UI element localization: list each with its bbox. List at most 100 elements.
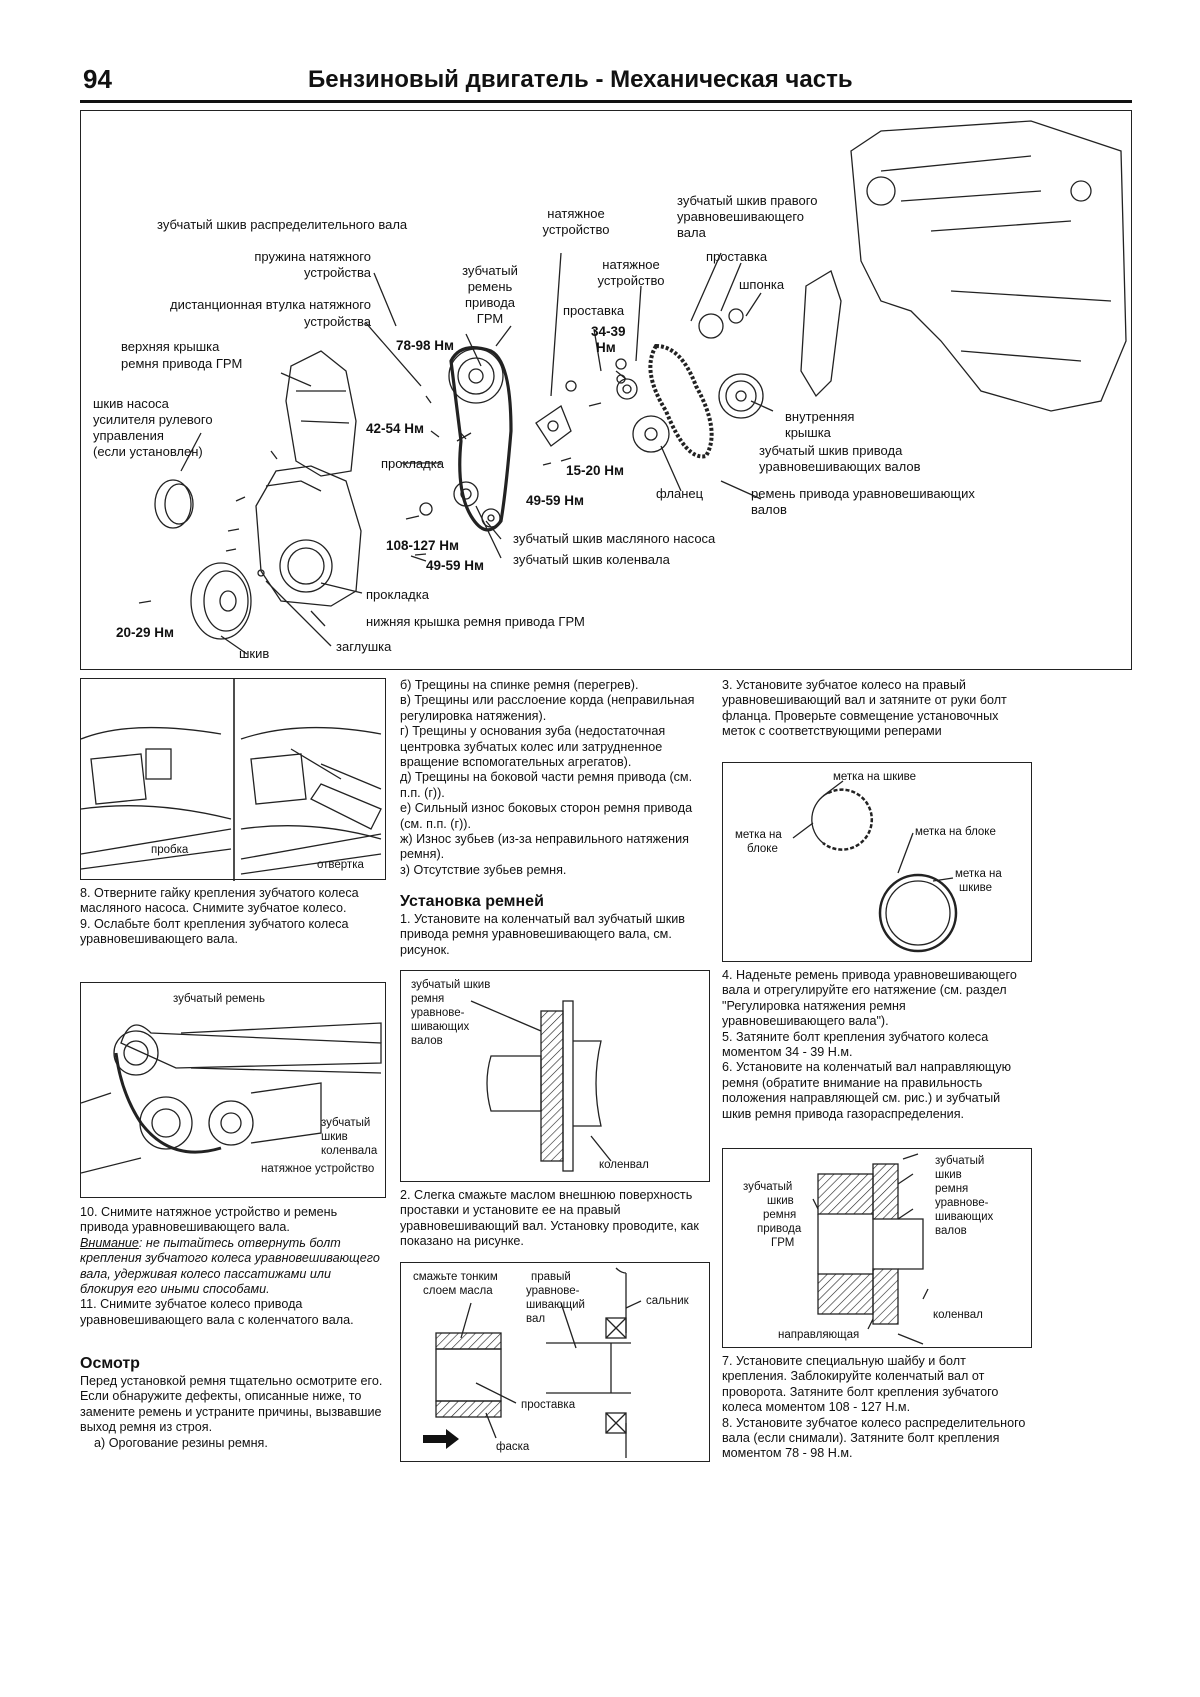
fig1-label-1: зубчатый шкив [411,979,491,991]
col1-step10: 10. Снимите натяжное устройство и ремень… [80,1205,338,1235]
label-right-balance-1: зубчатый шкив правого [677,193,818,208]
label-plug: заглушка [336,639,392,654]
label-lower-cover: нижняя крышка ремня привода ГРМ [366,614,585,629]
header-rule [80,100,1132,103]
fig3-left-1: зубчатый [743,1181,793,1193]
col1-warning: Внимание: не пытайтесь отвернуть болт кр… [80,1236,386,1298]
fig2-label-shaft-2: уравнове- [526,1285,580,1297]
label-ps-pulley-3: управления [93,428,164,443]
col1-inspection: Перед установкой ремня тщательно осмотри… [80,1374,386,1451]
fig3-right-4: уравнове- [935,1197,989,1209]
label-tensioner-b-2: устройство [597,273,665,288]
section-inspection: Осмотр [80,1355,140,1372]
label-spacer-mid: проставка [563,303,625,318]
item-g: г) Трещины у основания зуба (недостаточн… [400,724,666,770]
label-oil-pump-pulley: зубчатый шкив масляного насоса [513,531,716,546]
item-z: з) Отсутствие зубьев ремня. [400,862,567,877]
fig2-label-shaft-1: правый [531,1271,571,1283]
col1-steps-10-11: 10. Снимите натяжное устройство и ремень… [80,1205,386,1328]
torque-34-39: 34-39 [591,324,626,339]
label-balance-belt-2: валов [751,502,787,517]
label-tensioner-a-1: натяжное [547,206,605,221]
label-balance-drive-pulley-1: зубчатый шкив привода [759,443,903,458]
label-right-balance-2: уравновешивающего [677,209,805,224]
torque-20-29: 20-29 Нм [116,625,175,640]
fig3-right-6: валов [935,1225,967,1237]
label-tensioner-spring-1: пружина натяжного [254,249,371,264]
fig-crank-pulley-drawing [470,1000,612,1172]
torque-42-54: 42-54 Нм [366,421,425,436]
label-gasket-upper: прокладка [381,456,444,471]
fig2-label-oil-1: смажьте тонким [413,1271,498,1283]
col3-step3: 3. Установите зубчатое колесо на правый … [722,678,1007,739]
col1-steps-8-9: 8. Отверните гайку крепления зубчатого к… [80,886,386,948]
fig-spacer-drawing [423,1267,642,1458]
label-tensioner-a-2: устройство [542,222,610,237]
col2-defects: б) Трещины на спинке ремня (перегрев). в… [400,678,710,878]
fig3-right-5: шивающих [935,1211,994,1223]
label-key: шпонка [739,277,785,292]
item-d: д) Трещины на боковой части ремня привод… [400,770,693,800]
item-zh: ж) Износ зубьев (из-за неправильного нат… [400,832,689,862]
fig3-right-1: зубчатый [935,1155,985,1167]
label-timing-belt-2: ремень [467,279,513,294]
fig-marks-block-left-1: метка на [735,829,782,841]
col3-steps-7-8: 7. Установите специальную шайбу и болт к… [722,1354,1032,1462]
fig-plug-drawing [81,679,382,881]
fig-belt-label-pulley-3: коленвала [321,1145,378,1157]
fig3-right-3: ремня [935,1183,969,1195]
fig3-crank: коленвал [933,1309,983,1321]
torque-34-39-unit: Нм [596,340,616,355]
fig1-label-4: шивающих [411,1021,470,1033]
label-spacer-right: проставка [706,249,768,264]
fig-belt-frame: зубчатый ремень зубчатый шкив коленвала … [80,982,386,1198]
label-timing-belt-4: ГРМ [476,311,504,326]
label-spacer-sleeve-2: устройства [304,314,371,329]
col3-step8: 8. Установите зубчатое колесо распредели… [722,1415,1026,1461]
col3-step6: 6. Установите на коленчатый вал направля… [722,1060,1012,1121]
inspection-item-a: а) Орогование резины ремня. [94,1435,268,1450]
label-timing-belt-1: зубчатый [462,263,518,278]
torque-15-20: 15-20 Нм [566,463,625,478]
torque-78-98: 78-98 Нм [396,338,455,353]
fig3-left-5: ГРМ [771,1237,795,1249]
col2-step2-block: 2. Слегка смажьте маслом внешнюю поверхн… [400,1188,710,1250]
fig1-label-5: валов [411,1035,443,1047]
torque-108-127: 108-127 Нм [386,538,460,553]
col2-step1-block: 1. Установите на коленчатый вал зубчатый… [400,912,710,958]
col1-step8: 8. Отверните гайку крепления зубчатого к… [80,886,359,916]
torque-49-59-a: 49-59 Нм [526,493,585,508]
col3-step4: 4. Наденьте ремень привода уравновешиваю… [722,968,1017,1029]
label-pulley: шкив [239,646,270,661]
fig3-left-3: ремня [763,1209,797,1221]
label-inner-cover-1: внутренняя [785,409,855,424]
fig-belt-label-tensioner: натяжное устройство [261,1163,375,1175]
main-diagram-frame: зубчатый шкив распределительного вала пр… [80,110,1132,670]
fig-marks-pulley-right-1: метка на [955,868,1002,880]
label-upper-cover-2: ремня привода ГРМ [121,356,243,371]
page-title: Бензиновый двигатель - Механическая част… [308,66,853,93]
col1-step9: 9. Ослабьте болт крепления зубчатого кол… [80,916,349,947]
fig-marks-pulley-right-2: шкиве [959,882,993,894]
fig-plug-left-label: пробка [151,844,189,856]
label-ps-pulley-2: усилителя рулевого [93,412,213,427]
label-balance-drive-pulley-2: уравновешивающих валов [759,459,921,474]
fig3-left-4: привода [757,1223,802,1235]
item-b: б) Трещины на спинке ремня (перегрев). [400,678,639,692]
warning-text: : не пытайтесь отвернуть болт крепления … [80,1235,380,1297]
col2-step2: 2. Слегка смажьте маслом внешнюю поверхн… [400,1188,699,1249]
fig-marks-drawing [792,780,958,953]
main-diagram-drawing [138,120,1127,655]
col2-step1: 1. Установите на коленчатый вал зубчатый… [400,912,685,957]
fig-guide-drawing [812,1153,929,1345]
torque-49-59-b: 49-59 Нм [426,558,485,573]
label-upper-cover-1: верхняя крышка [121,339,220,354]
col3-step7: 7. Установите специальную шайбу и болт к… [722,1354,999,1415]
fig-crank-pulley-frame: зубчатый шкив ремня уравнове- шивающих в… [400,970,710,1182]
fig-belt-label-belt: зубчатый ремень [173,993,265,1005]
section-install: Установка ремней [400,893,544,910]
label-ps-pulley-1: шкив насоса [93,396,169,411]
fig2-label-seal: сальник [646,1295,689,1307]
fig-plug-frame: пробка отвертка [80,678,386,881]
label-ps-pulley-4: (если установлен) [93,444,203,459]
